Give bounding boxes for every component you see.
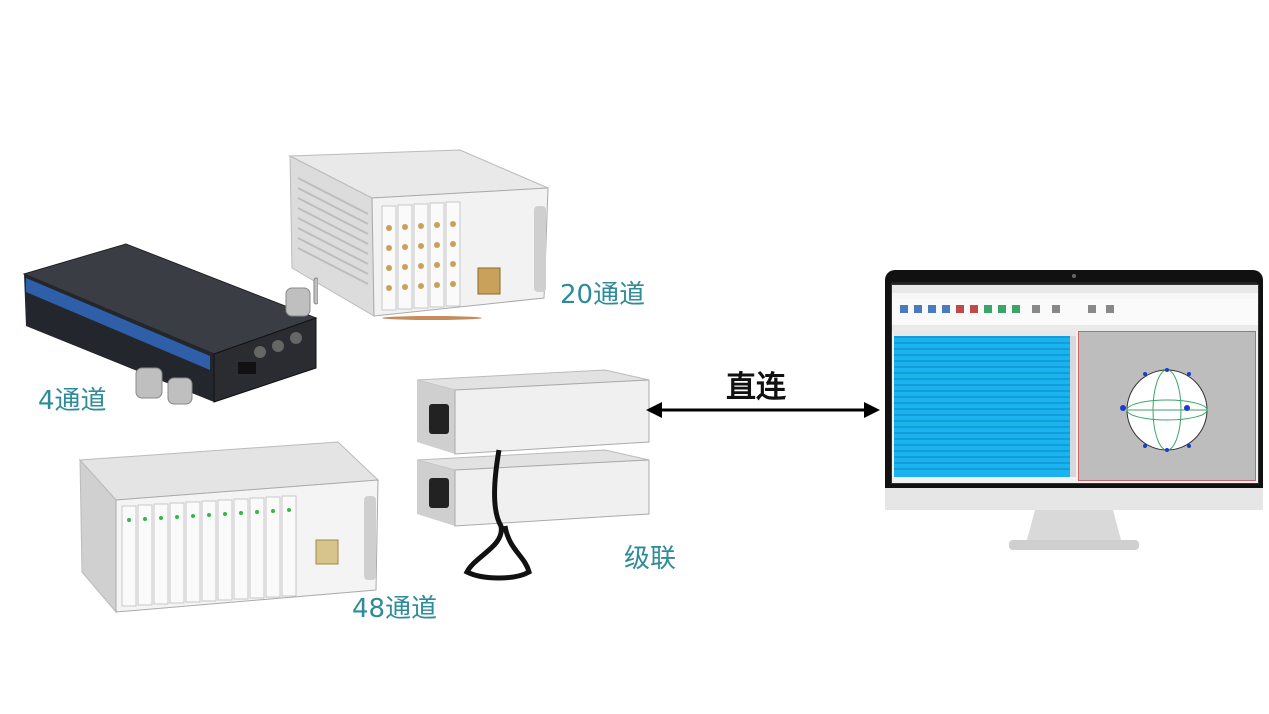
label-direct-connect: 直连 [726,362,786,406]
label-cascade: 级联 [624,538,676,575]
ribbon-icons [892,299,1258,325]
label-4-channel: 4通道 [38,380,107,417]
data-table-rows [894,331,1076,477]
chassis-48-channel-image [76,440,382,615]
cascade-units-image [405,366,655,586]
software-ribbon [892,299,1258,326]
sphere-plot [1079,332,1255,480]
location-plot [1078,331,1256,481]
label-20-channel: 20通道 [560,274,645,311]
label-48-channel: 48通道 [352,588,437,625]
data-table [894,331,1076,477]
monitor-screen [891,284,1259,484]
chassis-20-channel-image [282,148,550,320]
